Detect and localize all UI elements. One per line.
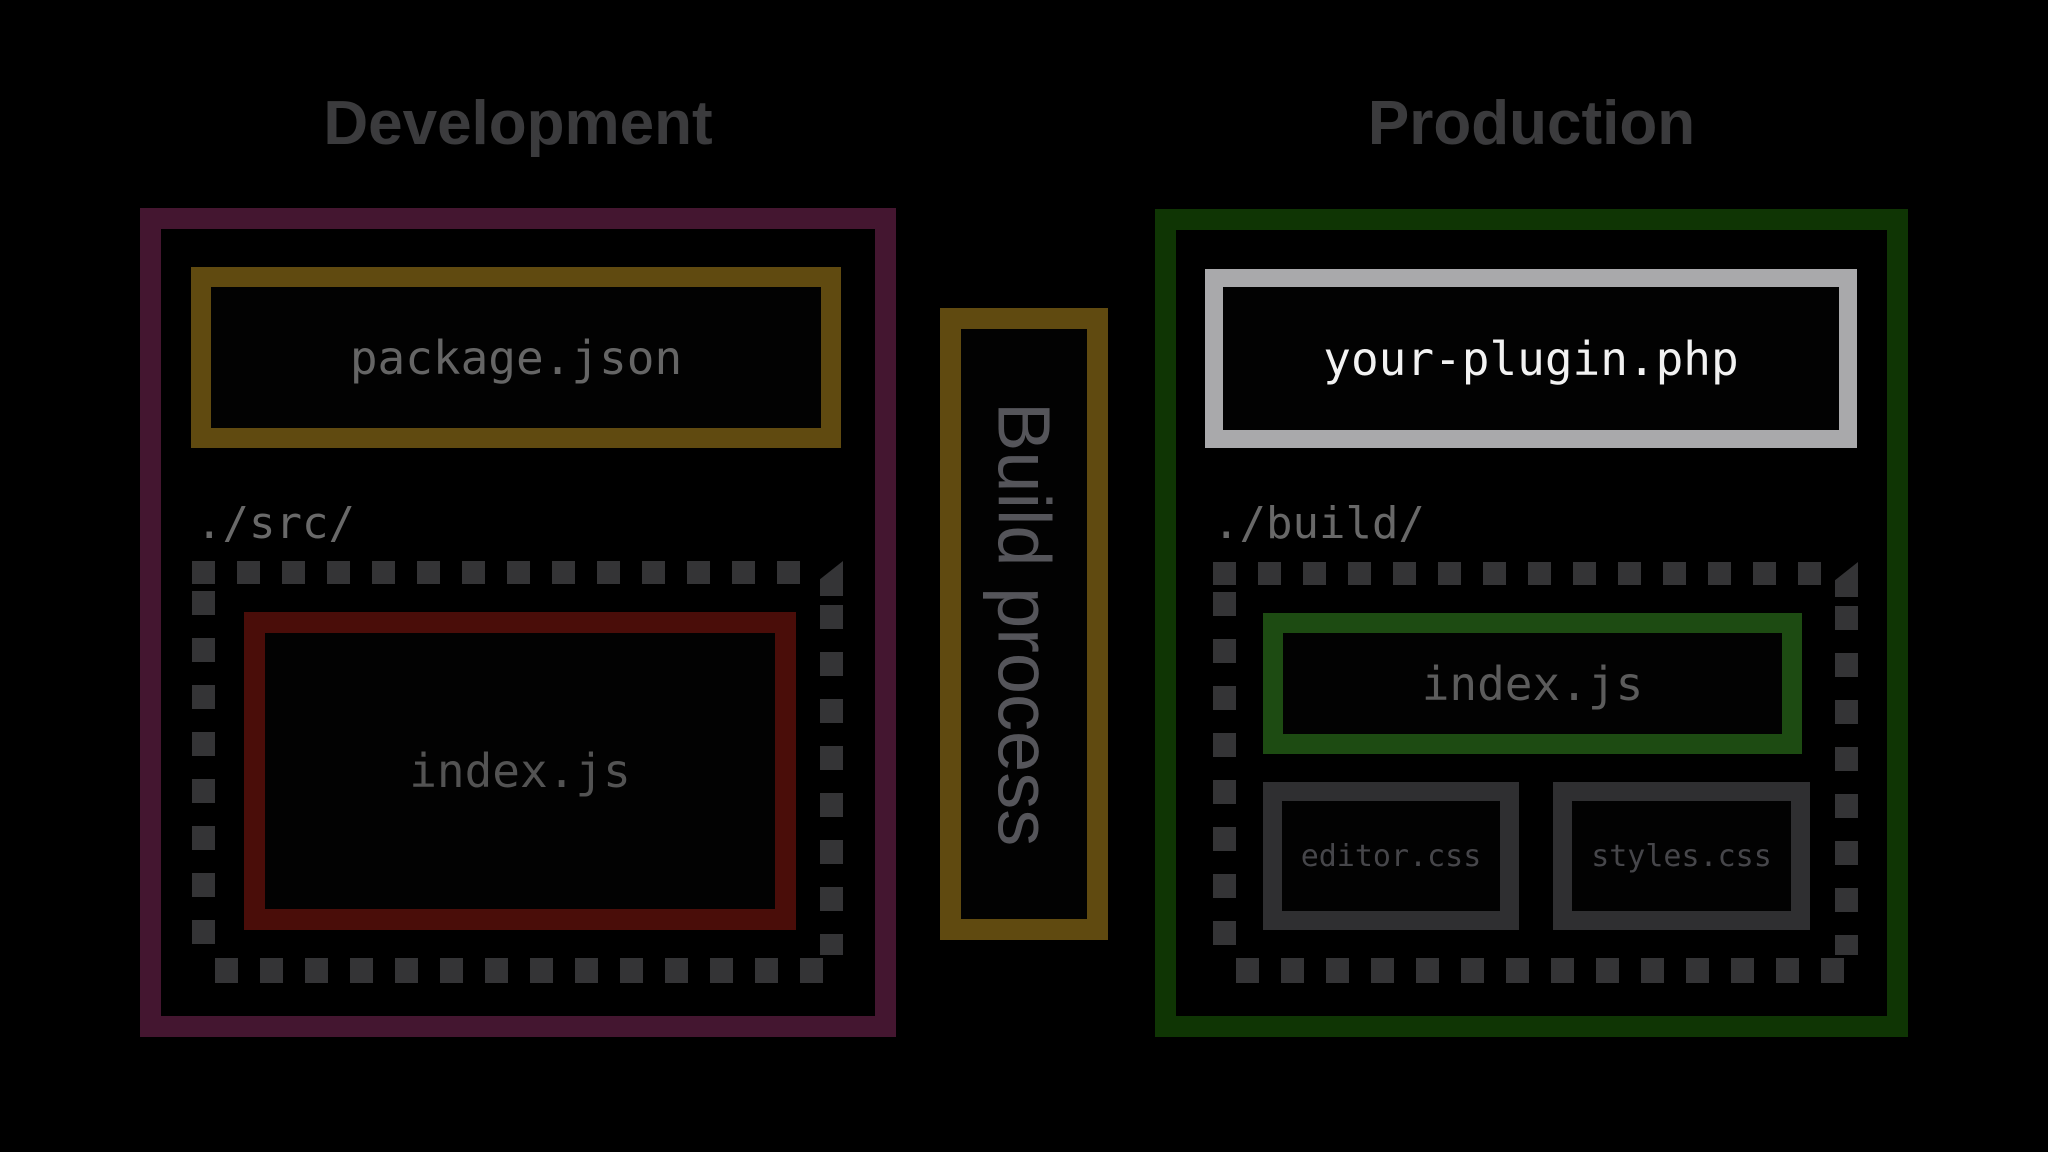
development-title: Development [323,89,713,158]
development-box [140,208,896,1037]
dashed-edge-right [1835,606,1858,955]
package-json-box: package.json [191,267,841,448]
editor-css-box: editor.css [1263,782,1519,930]
production-title: Production [1367,89,1696,158]
dashed-corner-fold-icon [1835,562,1858,597]
package-json-label: package.json [349,330,683,385]
src-index-js-label: index.js [409,744,631,798]
styles-css-box: styles.css [1553,782,1810,930]
your-plugin-php-label: your-plugin.php [1323,331,1739,386]
build-index-js-box: index.js [1263,613,1802,754]
src-index-js-box: index.js [244,612,796,930]
build-index-js-label: index.js [1421,656,1644,711]
build-dir-label: ./build/ [1213,498,1425,549]
dashed-corner-fold-icon [820,561,843,596]
build-process-label: Build process [982,401,1066,847]
dashed-edge-left [1213,592,1236,951]
editor-css-label: editor.css [1300,838,1482,874]
src-dir-label: ./src/ [196,498,355,549]
dashed-edge-top [1213,562,1830,585]
build-folder-dashed-box [1213,562,1858,983]
dashed-edge-top [192,561,815,584]
dashed-edge-bottom [215,958,841,983]
dashed-edge-right [820,605,843,955]
src-folder-dashed-box [192,561,843,983]
dashed-edge-left [192,591,215,951]
your-plugin-php-box: your-plugin.php [1205,269,1857,448]
build-process-box: Build process [940,308,1108,940]
production-box [1155,209,1908,1037]
styles-css-label: styles.css [1591,838,1772,874]
dashed-edge-bottom [1236,958,1856,983]
